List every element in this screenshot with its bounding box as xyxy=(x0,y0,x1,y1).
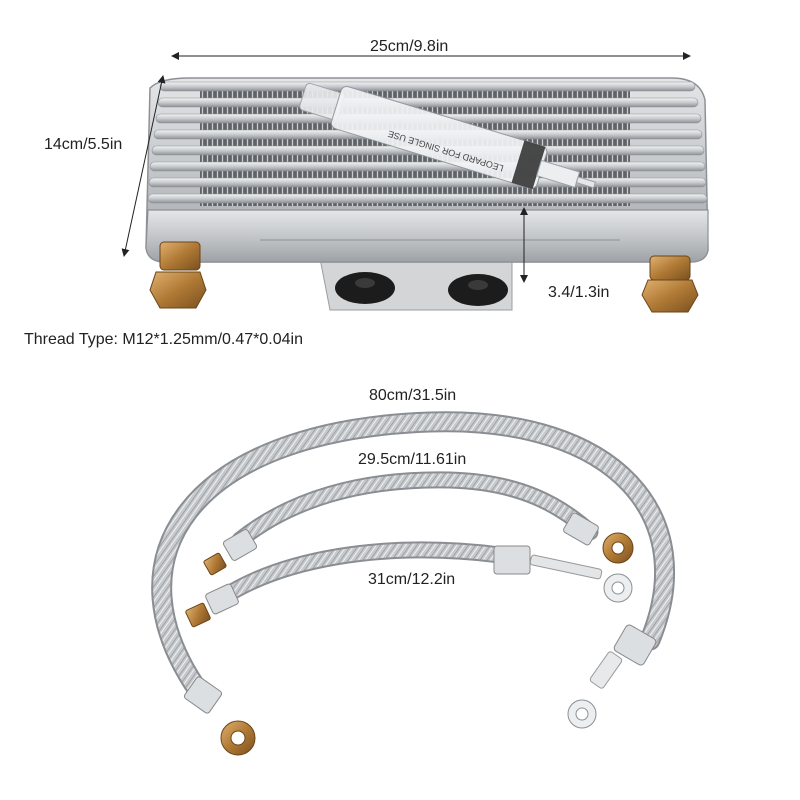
mounting-bracket xyxy=(317,247,513,311)
hose-short xyxy=(185,541,633,628)
brass-fitting-left xyxy=(149,241,207,309)
brass-fitting-right xyxy=(641,255,699,313)
hose-short-length-label: 31cm/12.2in xyxy=(368,571,456,588)
hose-medium xyxy=(203,471,634,576)
cooler-height-label: 14cm/5.5in xyxy=(44,136,123,153)
hose-medium-length-label: 29.5cm/11.61in xyxy=(358,451,467,468)
hose-long-length-label: 80cm/31.5in xyxy=(369,387,457,404)
dimension-lines xyxy=(121,52,691,283)
thread-type-label: Thread Type: M12*1.25mm/0.47*0.04in xyxy=(24,331,303,348)
height-dimension-line xyxy=(121,75,166,257)
cooler-manifold xyxy=(145,209,709,263)
hose-long xyxy=(151,411,675,756)
cooler-width-label: 25cm/9.8in xyxy=(370,38,449,55)
bracket-height-label: 3.4/1.3in xyxy=(548,284,610,301)
